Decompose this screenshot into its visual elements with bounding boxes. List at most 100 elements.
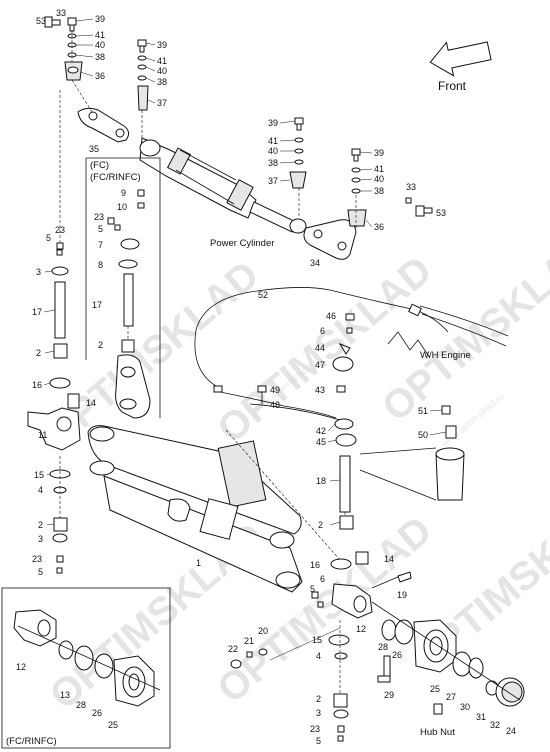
centre-fastener-stack [137,39,149,140]
callout-label: 6 [320,574,325,584]
callout-label: 47 [315,360,325,370]
top-left-fastener-stack [44,16,83,81]
callout-label: 26 [92,708,102,718]
callout-label: 50 [418,430,428,440]
inset-title-fc-rinfc: (FC/RINFC) [90,172,141,183]
callout-label: 17 [32,307,42,317]
inset-title-fc: (FC) [90,160,109,171]
callout-label: 12 [356,624,366,634]
power-cylinder-caption: Power Cylinder [210,238,274,249]
callout-label: 39 [374,148,384,158]
callout-label: 11 [38,430,47,440]
callout-label: 19 [397,590,407,600]
hub-nut-caption: Hub Nut [420,727,455,738]
callout-label: 5 [316,736,321,746]
kingpin-sensor-inset [330,405,465,589]
steering-arm-34 [303,219,357,260]
callout-label: 16 [32,380,42,390]
callout-label: 53 [436,208,446,218]
callout-label: 22 [228,644,238,654]
callout-label: 3 [38,534,43,544]
callout-label: 3 [316,708,321,718]
callout-label: 33 [406,182,416,192]
callout-label: 36 [95,71,105,81]
callout-label: 23 [310,724,320,734]
callout-label: 5 [46,233,51,243]
callout-label: 41 [268,136,278,146]
callout-label: 23 [32,554,42,564]
callout-label: 25 [108,720,118,730]
callout-label: 14 [384,554,394,564]
cylinder-rod-fastener-stack [289,117,307,218]
callout-label: 39 [157,40,167,50]
callout-label: 10 [117,202,127,212]
right-knuckle-hub [311,583,525,715]
callout-label: 40 [268,146,278,156]
callout-label: 41 [95,30,105,40]
callout-label: 38 [374,186,384,196]
inset-bottom-title: (FC/RINFC) [6,736,57,747]
callout-label: 33 [56,8,66,18]
callout-label: 9 [121,188,126,198]
callout-label: 40 [374,174,384,184]
watermark-url: www.optim-sklad.ru [439,391,506,449]
callout-label: 28 [378,642,388,652]
callout-label: 15 [312,635,322,645]
callout-labels: 53 33 39 41 40 38 36 39 41 40 38 37 35 3… [16,8,516,746]
callout-label: 31 [476,712,486,722]
callout-label: 39 [95,14,105,24]
callout-label: 40 [157,66,167,76]
callout-label: 41 [374,164,384,174]
callout-label: 21 [244,636,254,646]
callout-label: 2 [98,340,103,350]
callout-label: 28 [76,700,86,710]
callout-label: 51 [418,406,428,416]
callout-label: 6 [320,326,325,336]
callout-label: 1 [196,558,201,568]
callout-label: 38 [268,158,278,168]
callout-label: 25 [430,684,440,694]
callout-label: 38 [157,77,167,87]
callout-label: 17 [92,300,102,310]
callout-label: 38 [95,52,105,62]
callout-label: 24 [506,726,516,736]
steering-arm-35 [71,79,130,143]
callout-label: 5 [310,584,315,594]
callout-label: 3 [36,267,41,277]
wiring-harness [194,287,509,419]
left-kingpin-stack [27,90,81,574]
callout-label: 41 [157,56,167,66]
callout-label: 40 [95,40,105,50]
callout-label: 4 [38,485,43,495]
callout-label: 5 [98,224,103,234]
callout-label: 2 [36,348,41,358]
callout-label: 52 [258,290,268,300]
callout-label: 4 [316,651,321,661]
watermark-layer: OPTIMSKLAD OPTIMSKLAD OPTIMSKLAD OPTIMSK… [36,226,550,718]
callout-label: 34 [310,258,320,268]
callout-label: 36 [374,222,384,232]
callout-label: 26 [392,650,402,660]
callout-label: 23 [55,225,65,235]
callout-label: 7 [98,240,103,250]
callout-label: 12 [16,662,26,672]
callout-label: 14 [86,398,96,408]
callout-label: 27 [446,692,456,702]
wh-engine-caption: W/H Engine [420,350,471,361]
callout-label: 48 [270,400,280,410]
fc-rinfc-inset-bottom: (FC/RINFC) [1,587,171,749]
fc-rinfc-inset-top: (FC) (FC/RINFC) [85,157,161,419]
right-lower-stack [269,620,350,742]
bottom-fasteners [230,648,268,669]
callout-label: 45 [316,437,326,447]
callout-label: 2 [316,694,321,704]
callout-label: 23 [94,212,104,222]
callout-label: 18 [316,476,326,486]
callout-label: 44 [315,343,325,353]
callout-label: 29 [384,690,394,700]
front-direction-arrow: Front [429,41,492,93]
callout-label: 49 [270,385,280,395]
callout-label: 39 [268,118,278,128]
